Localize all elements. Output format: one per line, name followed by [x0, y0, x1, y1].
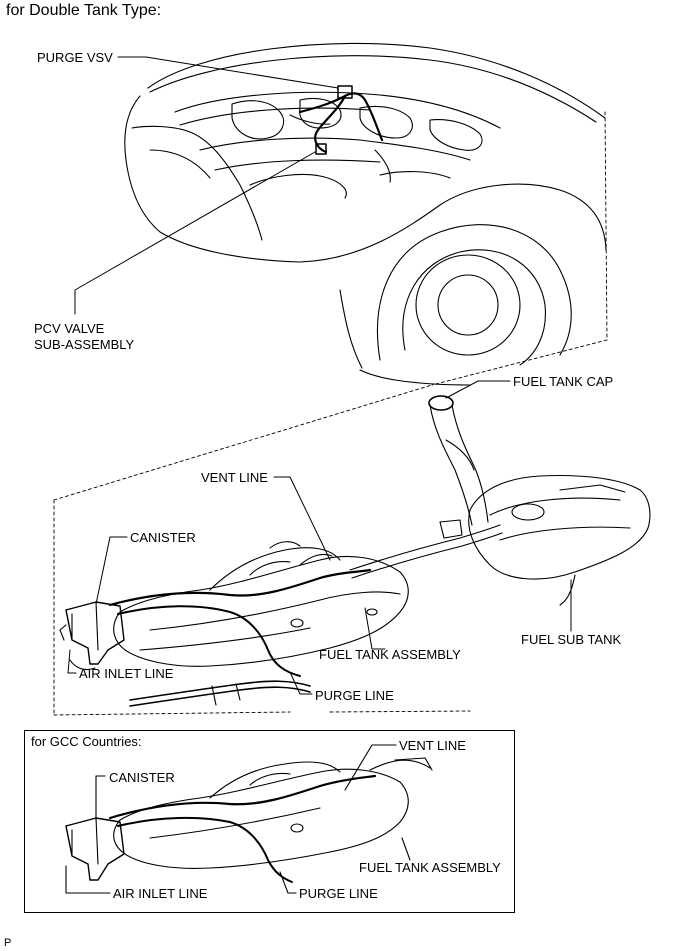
fuel-tank-cap-label: FUEL TANK CAP — [513, 374, 614, 389]
gcc-fuel-tank-assembly-label: FUEL TANK ASSEMBLY — [359, 860, 501, 875]
air-inlet-line-label: AIR INLET LINE — [79, 666, 174, 681]
footer-mark: P — [4, 937, 12, 949]
gcc-inset-title: for GCC Countries: — [31, 734, 142, 749]
purge-vsv-label: PURGE VSV — [37, 50, 113, 65]
page-title: for Double Tank Type: — [6, 2, 162, 19]
canister-label: CANISTER — [130, 530, 196, 545]
gcc-vent-line-label: VENT LINE — [399, 738, 466, 753]
fuel-system-drawing — [59, 395, 651, 707]
fuel-sub-tank-label: FUEL SUB TANK — [521, 632, 622, 647]
dashed-outline — [53, 111, 608, 716]
gcc-purge-line-label: PURGE LINE — [299, 886, 378, 901]
vehicle-front-drawing — [124, 42, 607, 386]
gcc-countries-inset: for GCC Countries: — [24, 730, 515, 913]
fuel-tank-assembly-label: FUEL TANK ASSEMBLY — [319, 647, 461, 662]
gcc-air-inlet-line-label: AIR INLET LINE — [113, 886, 208, 901]
gcc-fuel-system-drawing — [65, 744, 433, 894]
pcv-valve-label-line1: PCV VALVE — [34, 321, 105, 336]
pcv-valve-label-line2: SUB-ASSEMBLY — [34, 337, 135, 352]
vent-line-label: VENT LINE — [201, 470, 268, 485]
gcc-canister-label: CANISTER — [109, 770, 175, 785]
leader-lines — [67, 56, 572, 695]
purge-line-label: PURGE LINE — [315, 688, 394, 703]
